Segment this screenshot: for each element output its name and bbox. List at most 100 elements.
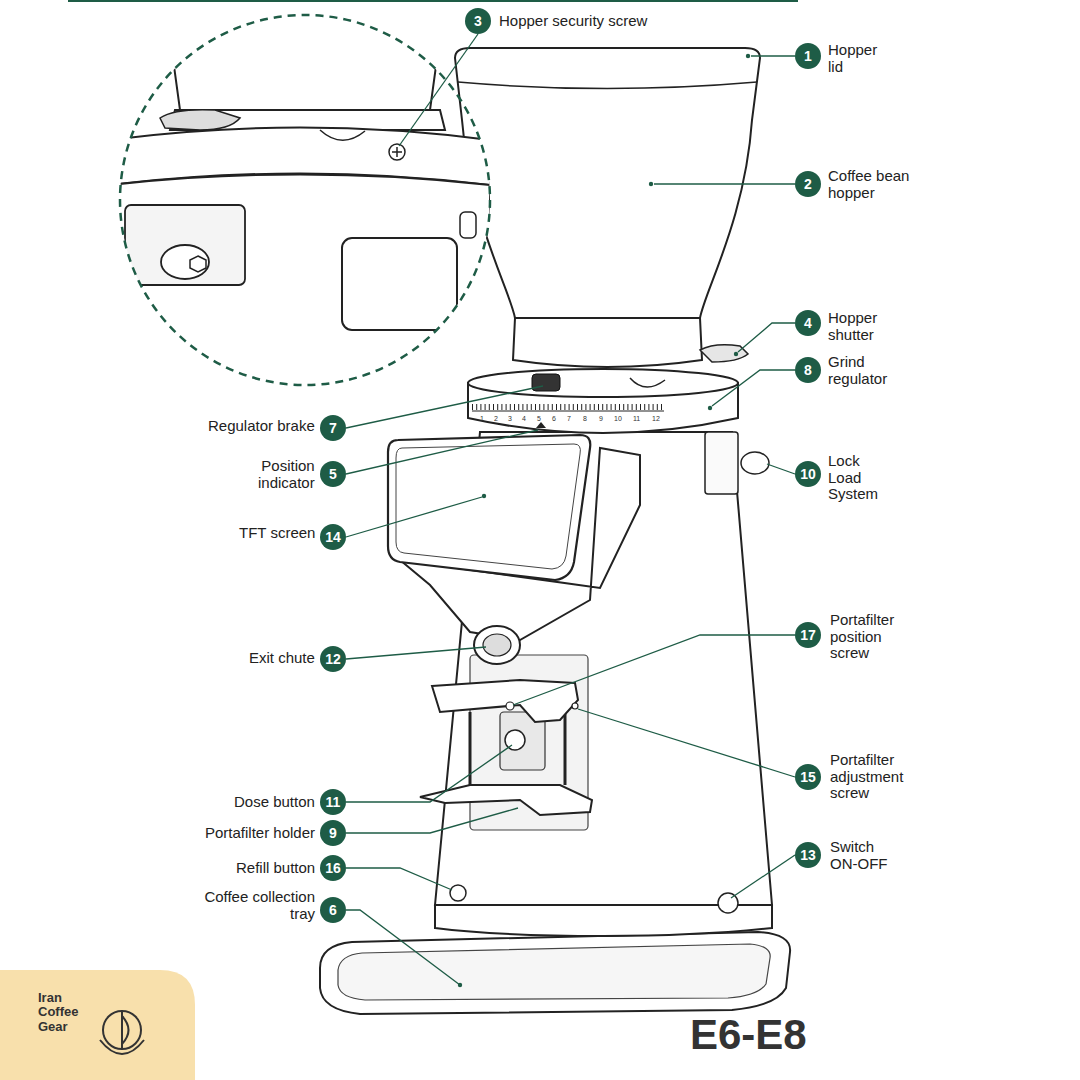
leader-line [346,386,543,428]
scale-number: 12 [652,415,660,422]
scale-ticks [472,404,664,410]
callout-number: 15 [795,764,821,790]
scale-line [472,411,664,412]
leader-dot [482,494,486,498]
leader-line [346,910,460,985]
callout-number: 7 [320,415,346,441]
tft-screen [388,435,590,580]
part-label: Portafilter adjustment screw [830,752,903,802]
leader-line [731,855,795,898]
callout-number: 4 [795,310,821,336]
part-label: Coffee collection tray [200,889,315,922]
leader-line [751,55,795,56]
leader-line [767,464,795,474]
part-label: Portafilter holder [205,825,315,842]
leader-dot [734,352,738,356]
part-label: Lock Load System [828,453,878,503]
part-label: Hopper lid [828,42,877,75]
leader-line [346,430,538,474]
position-screw [506,702,514,710]
zoom-hopper [165,0,445,110]
screen-bezel [396,444,580,569]
watermark-text: Iran Coffee Gear [38,991,78,1034]
leader-line [346,868,452,890]
scale-number: 6 [552,415,556,422]
leader-lines [346,34,795,985]
top-rule [68,0,798,2]
part-label: Portafilter position screw [830,612,894,662]
watermark-box [0,970,195,1080]
part-label: Grind regulator [828,354,887,387]
holder-post [564,712,567,785]
zoom-body [110,175,490,401]
refill-button [450,885,466,901]
part-label: Coffee bean hopper [828,168,928,201]
hopper-lid [458,82,757,89]
leader-dot [649,182,653,186]
zoom-notch [320,130,365,140]
model-name: E6-E8 [690,1014,807,1056]
leader-dot [746,54,750,58]
leader-line [346,647,486,659]
zoom-shutter [160,110,240,130]
part-label: Hopper shutter [828,310,877,343]
zoom-window [125,205,245,285]
callout-number: 3 [465,8,491,34]
hex-socket [190,256,206,272]
leader-line [346,745,512,802]
zoom-side-knob [460,212,476,238]
scale-number: 3 [508,415,512,422]
callout-number: 12 [320,646,346,672]
leader-line [578,709,795,777]
hopper-collar [513,318,702,367]
callout-number: 17 [795,622,821,648]
zoom-display [342,238,457,330]
leader-line [738,323,795,352]
screw-cross [392,147,402,157]
callout-number: 6 [320,897,346,923]
leader-line [346,808,518,833]
holder-fork [420,785,592,815]
part-label: Exit chute [249,650,315,667]
scale-number: 4 [522,415,526,422]
regulator-notch [630,378,665,387]
part-label: Dose button [234,794,315,811]
callout-number: 16 [320,855,346,881]
callout-number: 2 [795,171,821,197]
zoom-knob [161,245,209,279]
scale-number: 8 [583,415,587,422]
coffee-bean-hopper [455,48,760,318]
position-mark [536,422,546,428]
callout-number: 11 [320,789,346,815]
part-label: Position indicator [258,458,315,491]
scale-number: 5 [537,415,541,422]
exit-chute [474,626,520,664]
callout-number: 14 [320,524,346,550]
part-label: Hopper security screw [499,13,647,30]
scale-number: 1 [480,415,484,422]
part-label: Switch ON-OFF [830,839,892,872]
callout-number: 10 [795,461,821,487]
chute-opening [483,634,511,656]
leader-dot [458,983,462,987]
hopper-shutter [700,345,748,362]
holder-top [432,680,578,722]
leader-dots [458,54,750,987]
leader-line [399,34,478,146]
scale-number: 10 [614,415,622,422]
callout-number: 8 [795,357,821,383]
zoom-circle [120,15,490,385]
part-label: TFT screen [239,525,315,542]
callout-number: 9 [320,820,346,846]
regulator-brake [532,374,560,391]
callout-number: 13 [795,842,821,868]
watermark-logo [100,1011,144,1054]
lock-load-knob [741,452,769,474]
part-label: Refill button [236,860,315,877]
scale-number: 11 [633,415,640,422]
part-label: Regulator brake [208,418,315,435]
callout-number: 1 [795,43,821,69]
leader-line [346,497,482,537]
security-screw [389,144,405,160]
